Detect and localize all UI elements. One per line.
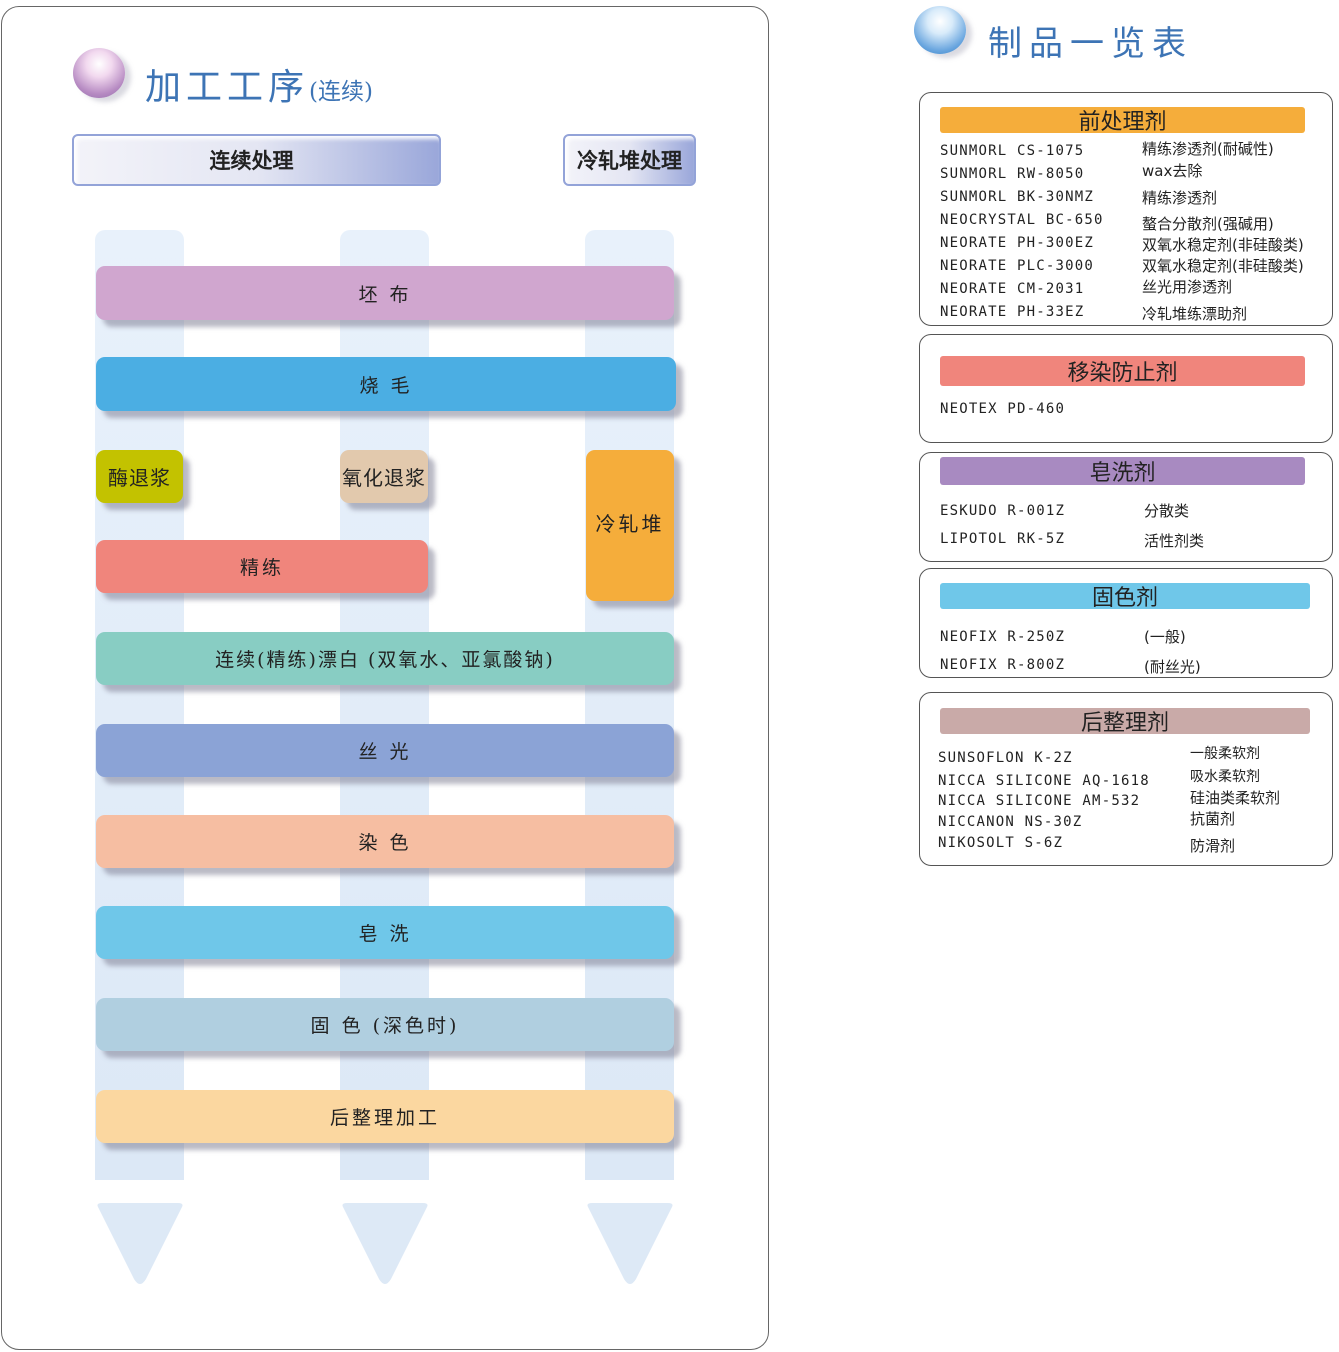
product-desc: 吸水柔软剂	[1190, 769, 1260, 785]
product-name: NEORATE PH-33EZ	[940, 304, 1085, 320]
step-enzyme-desizing: 酶退浆	[96, 450, 183, 503]
product-desc: 硅油类柔软剂	[1190, 789, 1281, 807]
step-soaping: 皂 洗	[96, 906, 674, 959]
category-box-antimigration: 移染防止剂 NEOTEX PD-460	[919, 334, 1333, 443]
product-name: SUNSOFLON K-2Z	[938, 750, 1073, 766]
category-box-fixing: 固色剂 NEOFIX R-250Z (一般) NEOFIX R-800Z (耐丝…	[919, 568, 1333, 678]
product-desc: 螯合分散剂(强碱用)	[1142, 215, 1274, 233]
category-label: 皂洗剂	[940, 457, 1305, 486]
product-desc: 防滑剂	[1190, 837, 1236, 855]
process-title-text: 加工工序	[145, 67, 310, 108]
step-finishing: 后整理加工	[96, 1090, 674, 1143]
category-label: 后整理剂	[940, 708, 1310, 736]
product-desc: 分散类	[1144, 502, 1190, 520]
product-name: NEORATE PH-300EZ	[940, 235, 1095, 251]
step-cold-pad-batch: 冷轧堆	[586, 450, 674, 601]
category-box-soaping: 皂洗剂 ESKUDO R-001Z 分散类 LIPOTOL RK-5Z 活性剂类	[919, 452, 1333, 562]
sphere-icon	[914, 6, 966, 54]
category-label: 移染防止剂	[940, 356, 1305, 386]
product-desc: 双氧水稳定剂(非硅酸类)	[1142, 257, 1304, 275]
step-scouring: 精练	[96, 540, 428, 593]
product-name: NICCA SILICONE AQ-1618	[938, 773, 1150, 789]
category-box-finishing: 后整理剂 SUNSOFLON K-2Z 一般柔软剂 NICCA SILICONE…	[919, 692, 1333, 866]
step-mercerizing: 丝 光	[96, 724, 674, 777]
product-name: NEOFIX R-250Z	[940, 629, 1066, 645]
product-name: NEOTEX PD-460	[940, 401, 1066, 417]
product-name: NEOCRYSTAL BC-650	[940, 212, 1104, 228]
product-desc: 一般柔软剂	[1190, 746, 1260, 762]
product-desc: wax去除	[1142, 162, 1203, 180]
category-label: 固色剂	[940, 583, 1310, 611]
step-bleaching: 连续(精练)漂白 (双氧水、亚氯酸钠)	[96, 632, 674, 685]
product-desc: 丝光用渗透剂	[1142, 278, 1233, 296]
product-desc: 冷轧堆练漂助剂	[1142, 305, 1248, 323]
process-title-sub: (连续)	[309, 79, 373, 105]
product-name: SUNMORL BK-30NMZ	[940, 189, 1095, 205]
step-dyeing: 染 色	[96, 815, 674, 868]
step-fixing: 固 色 (深色时)	[96, 998, 674, 1051]
mode-cold-label: 冷轧堆处理	[563, 134, 696, 186]
product-name: NEORATE PLC-3000	[940, 258, 1095, 274]
category-box-pretreatment: 前处理剂 SUNMORL CS-1075 精练渗透剂(耐碱性) SUNMORL …	[919, 92, 1333, 326]
product-name: SUNMORL RW-8050	[940, 166, 1085, 182]
category-label: 前处理剂	[940, 107, 1305, 135]
product-name: LIPOTOL RK-5Z	[940, 531, 1066, 547]
product-desc: 抗菌剂	[1190, 810, 1236, 828]
step-oxidative-desizing: 氧化退浆	[340, 450, 428, 503]
product-desc: 活性剂类	[1144, 532, 1205, 550]
product-desc: (一般)	[1144, 628, 1186, 646]
sphere-icon	[73, 48, 125, 98]
product-name: SUNMORL CS-1075	[940, 143, 1085, 159]
product-name: NIKOSOLT S-6Z	[938, 835, 1064, 851]
product-desc: 精练渗透剂(耐碱性)	[1142, 140, 1274, 158]
product-desc: 双氧水稳定剂(非硅酸类)	[1142, 236, 1304, 254]
step-greige: 坯 布	[96, 266, 674, 320]
product-name: NEOFIX R-800Z	[940, 657, 1066, 673]
process-title: 加工工序(连续)	[145, 58, 373, 110]
products-title: 制品一览表	[988, 24, 1193, 64]
product-name: NEORATE CM-2031	[940, 281, 1085, 297]
down-arrow-icon	[342, 1203, 428, 1284]
product-name: NICCA SILICONE AM-532	[938, 793, 1141, 809]
step-singeing: 烧 毛	[96, 357, 676, 411]
product-desc: 精练渗透剂	[1142, 189, 1218, 207]
product-name: ESKUDO R-001Z	[940, 503, 1066, 519]
down-arrow-icon	[587, 1203, 673, 1284]
product-desc: (耐丝光)	[1144, 658, 1201, 676]
mode-continuous-label: 连续处理	[72, 134, 441, 186]
down-arrow-icon	[97, 1203, 183, 1284]
product-name: NICCANON NS-30Z	[938, 814, 1083, 830]
